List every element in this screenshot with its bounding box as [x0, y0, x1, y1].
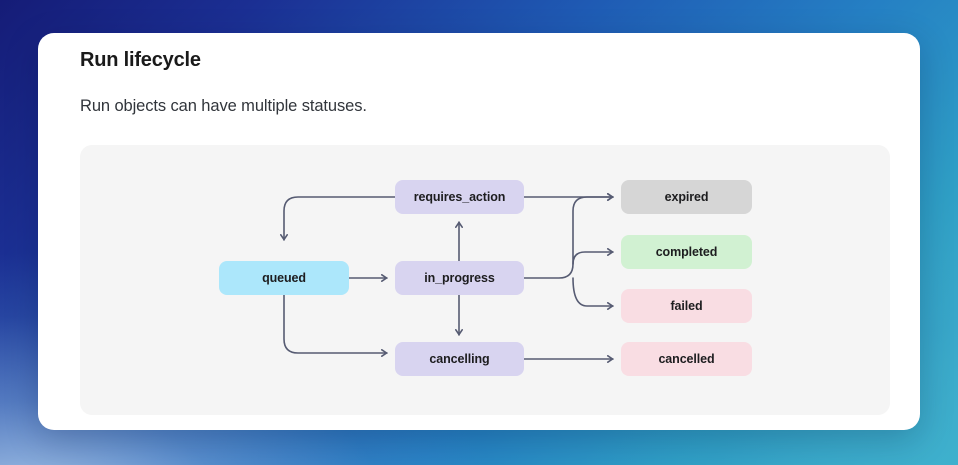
node-expired[interactable]: expired	[621, 180, 752, 214]
edge-queued-to-cancelling	[283, 294, 388, 357]
edge-requires-action-to-queued	[280, 196, 396, 241]
edge-in-progress-to-completed	[572, 248, 614, 265]
edge-in-progress-to-failed	[572, 277, 614, 310]
node-label: completed	[655, 245, 718, 259]
edge-in-progress-to-expired	[523, 193, 614, 279]
run-lifecycle-diagram: queued requires_action in_progress cance…	[80, 145, 890, 415]
node-cancelled[interactable]: cancelled	[621, 342, 752, 376]
node-cancelling[interactable]: cancelling	[395, 342, 524, 376]
node-in-progress[interactable]: in_progress	[395, 261, 524, 295]
node-label: requires_action	[413, 190, 506, 204]
node-queued[interactable]: queued	[219, 261, 349, 295]
node-label: cancelled	[658, 352, 715, 366]
page-title: Run lifecycle	[80, 49, 201, 71]
node-requires-action[interactable]: requires_action	[395, 180, 524, 214]
page-subtitle: Run objects can have multiple statuses.	[80, 97, 367, 115]
node-label: in_progress	[424, 271, 495, 285]
node-label: cancelling	[429, 352, 490, 366]
run-lifecycle-card: Run lifecycle Run objects can have multi…	[38, 33, 920, 430]
diagram-edges	[280, 193, 614, 363]
node-completed[interactable]: completed	[621, 235, 752, 269]
node-label: expired	[664, 190, 709, 204]
node-failed[interactable]: failed	[621, 289, 752, 323]
node-label: queued	[262, 271, 306, 285]
node-label: failed	[670, 299, 703, 313]
